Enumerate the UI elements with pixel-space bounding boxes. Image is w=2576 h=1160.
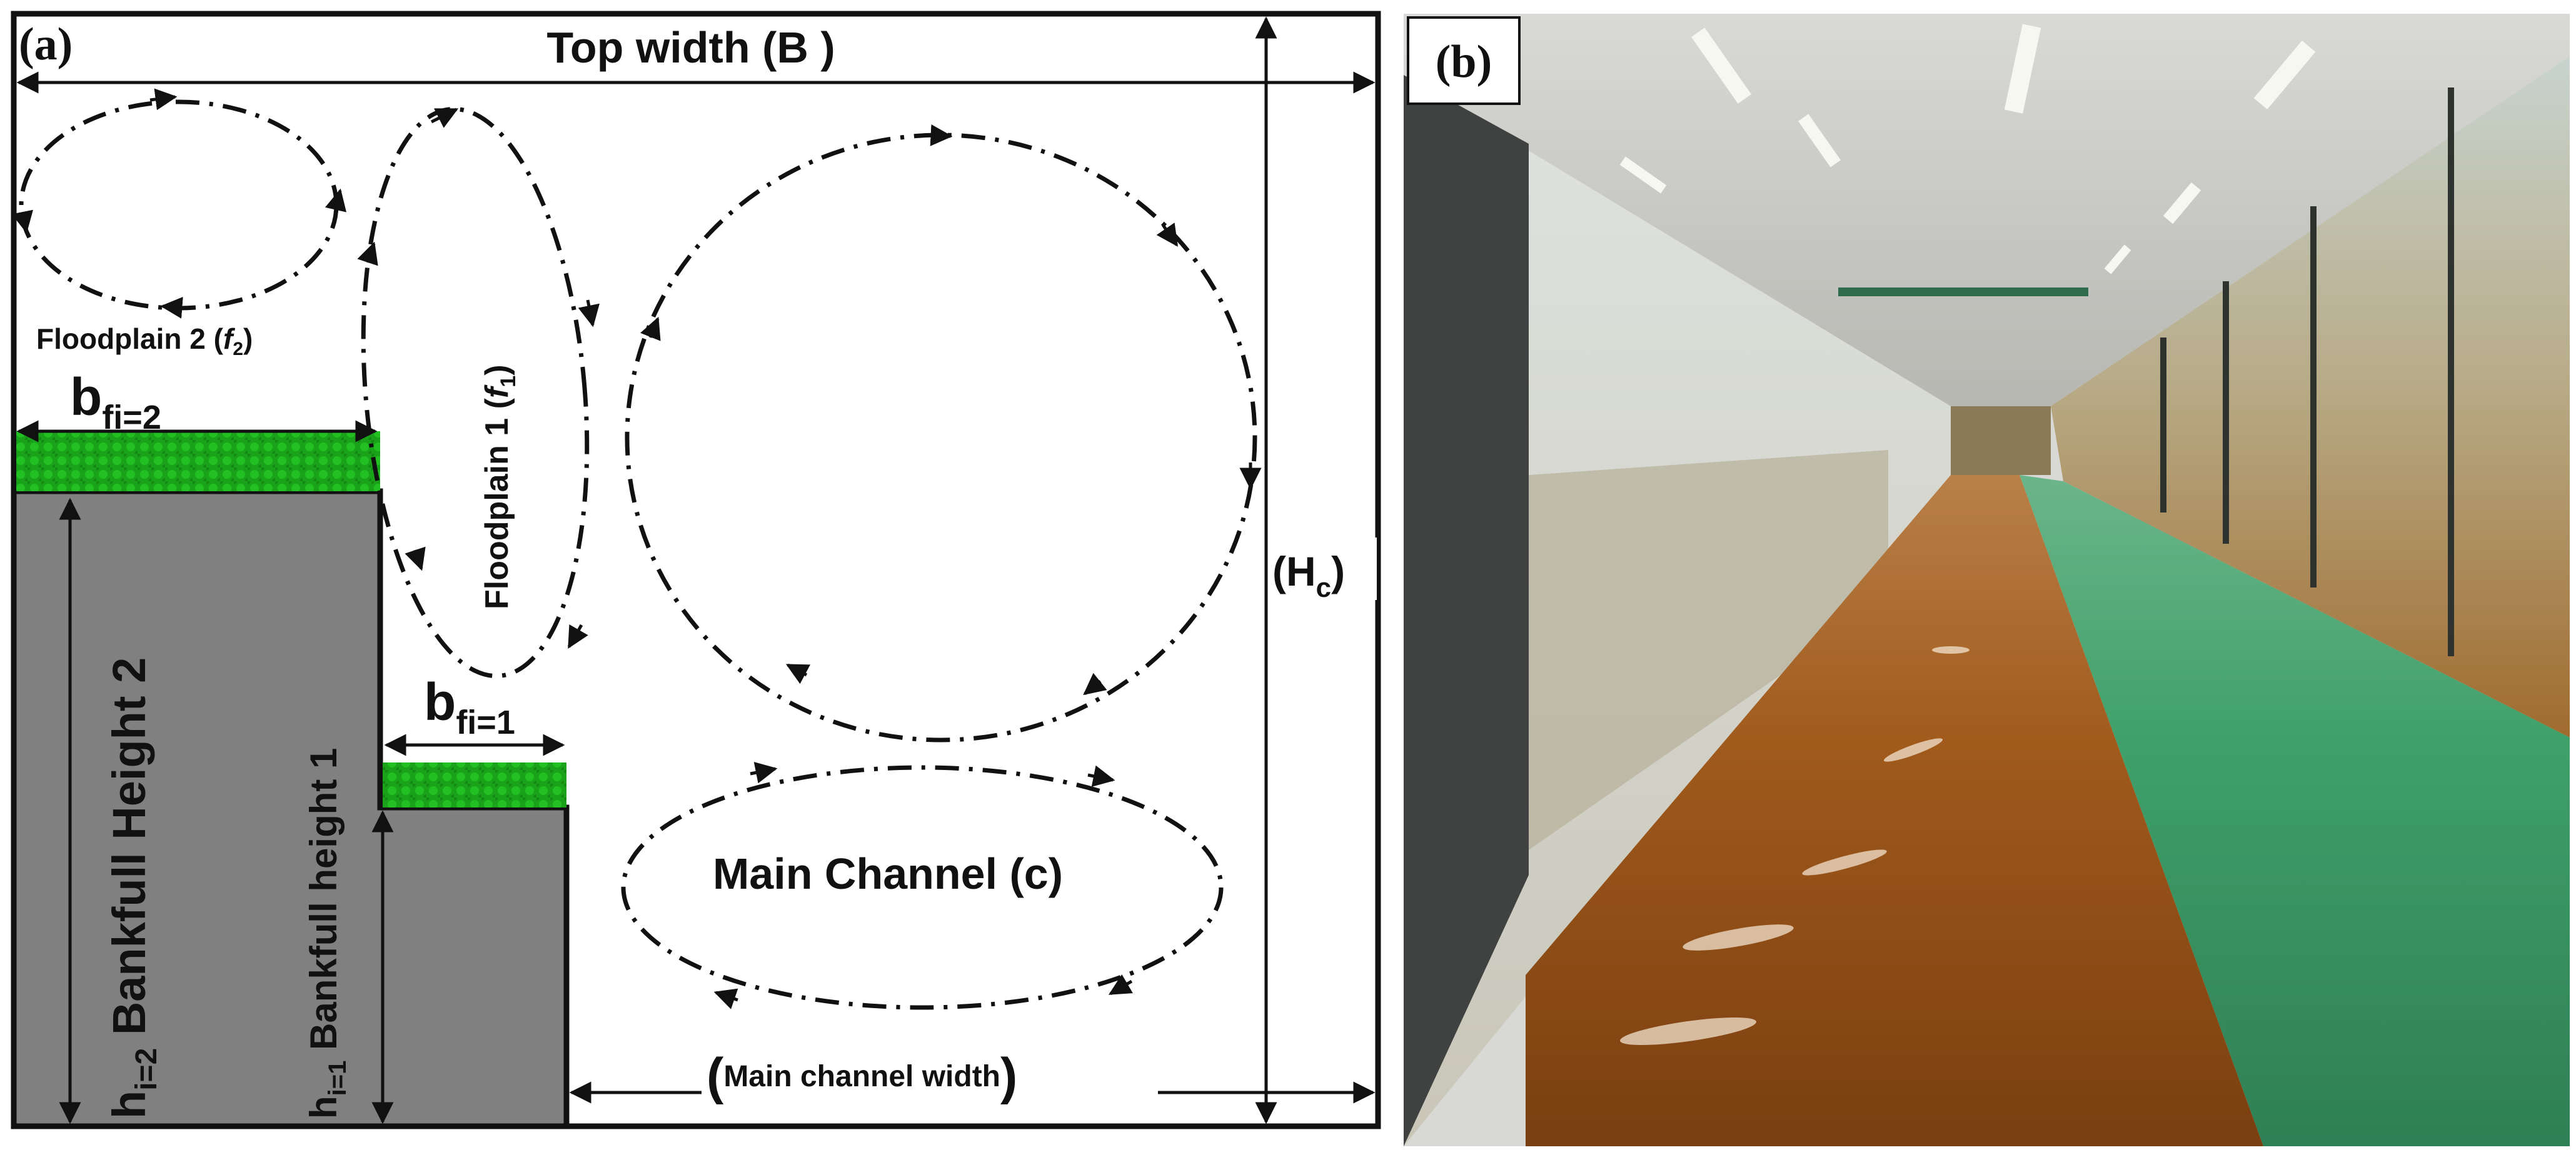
floodplain-2-vegetation (16, 431, 380, 491)
vortex-arrow (430, 108, 459, 128)
panel-b-label-box (1407, 16, 1521, 105)
vortex-arrow (713, 988, 738, 1009)
hc-label-bg (1270, 538, 1377, 600)
vortex-arrow (357, 241, 378, 266)
vortex-arrow (640, 316, 661, 341)
vortex-arrow (1108, 974, 1134, 996)
bfi2-label: bfi=2 (70, 368, 161, 436)
ceiling-lights (1619, 24, 2316, 274)
vortex-arrow (567, 624, 588, 649)
main-channel-width-label: (Main channel width) (707, 1048, 1017, 1105)
vortex-arrow (1087, 765, 1115, 787)
vortex-arrow (1156, 222, 1179, 247)
main-channel-lower-vortex (621, 765, 1224, 1010)
vortex-arrow (750, 762, 778, 784)
hc-label: (Hc) (1272, 548, 1345, 603)
vegetated-floodplain (2020, 475, 2570, 1146)
floodplain-2-vortex (19, 99, 339, 311)
flume-ceiling (1404, 14, 2570, 406)
bankfull-height-1-label: hi=1 Bankfull height 1 (303, 748, 351, 1119)
top-width-label: Top width (B ) (546, 23, 835, 72)
vortex-arrow (405, 546, 426, 571)
bankfull-height-2-label: hi=2 Bankfull Height 2 (103, 658, 163, 1119)
vortex-arrow (11, 209, 33, 234)
water-reflections (1620, 646, 1970, 1046)
main-channel-width-label-bg (702, 1045, 1158, 1101)
floodplain-1-label: Floodplain 1 (f1) (479, 364, 520, 609)
main-channel-upper-vortex (625, 132, 1257, 742)
gantry-beam (1838, 288, 2088, 296)
vortex-arrow (785, 663, 811, 684)
main-channel-water (1526, 475, 2263, 1146)
floodplain-1-vegetation (383, 762, 566, 808)
floodplain-2-label: Floodplain 2 (f2) (36, 322, 253, 359)
vortex-arrow (925, 124, 953, 146)
right-wall-posts (2160, 88, 2454, 656)
bfi1-label: bfi=1 (424, 672, 515, 741)
panel-b-label: (b) (1436, 36, 1492, 88)
flume-left-frame (1404, 75, 1529, 1146)
panel-b: (b) (1404, 14, 2570, 1146)
main-channel-label: Main Channel (c) (713, 849, 1063, 898)
lab-background (1529, 450, 1888, 850)
vortex-arrow (325, 188, 347, 213)
flume-far-end (1951, 406, 2051, 475)
vortex-arrow (149, 88, 178, 111)
vortex-arrow (1083, 672, 1107, 696)
panel-a-label: (a) (19, 19, 73, 70)
panel-a: (a) Top width (B ) (Hc) bfi=2 bfi=1 hi=2… (11, 11, 1381, 1129)
floodplain-1-vortex (361, 106, 590, 679)
vortex-arrow (578, 299, 600, 328)
vortex-arrow (160, 296, 188, 319)
